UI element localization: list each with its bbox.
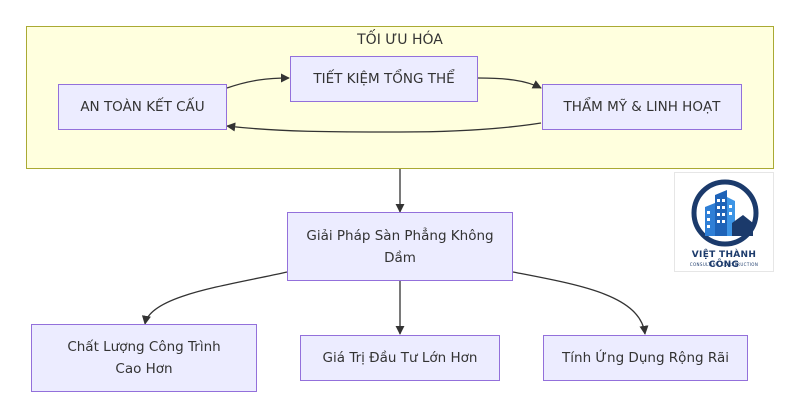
node-gia-tri-dau-tu: Giá Trị Đầu Tư Lớn Hơn (300, 335, 500, 381)
edge-giaiphap-chatluong (141, 271, 288, 325)
node-label: THẨM MỸ & LINH HOẠT (563, 99, 721, 115)
edge-antoan-tietkiem (226, 73, 290, 89)
edge-tietkiem-thammy (477, 77, 542, 89)
edge-giaiphap-tinhungdung (512, 271, 649, 335)
logo-company-name: VIỆT THÀNH CÔNG (691, 250, 757, 270)
cluster-title: TỐI ƯU HÓA (357, 32, 443, 48)
building-logo-icon (691, 179, 759, 247)
node-chat-luong-cong-trinh: Chất Lượng Công Trình Cao Hơn (31, 324, 257, 392)
node-label-line1: Giải Pháp Sàn Phẳng Không (306, 227, 494, 244)
node-label: AN TOÀN KẾT CẤU (80, 99, 205, 115)
node-label: TIẾT KIỆM TỔNG THỂ (313, 71, 455, 87)
node-label-line2: Dầm (384, 249, 416, 266)
logo-subtitle: CONSULTING CONSTRUCTION (689, 262, 759, 267)
node-tham-my-linh-hoat: THẨM MỸ & LINH HOẠT (542, 84, 742, 130)
node-label: Giá Trị Đầu Tư Lớn Hơn (322, 350, 478, 366)
node-label: Tính Ứng Dụng Rộng Rãi (562, 350, 729, 366)
node-tiet-kiem-tong-the: TIẾT KIỆM TỔNG THỂ (290, 56, 478, 102)
company-logo: VIỆT THÀNH CÔNG CONSULTING CONSTRUCTION (674, 172, 774, 272)
node-tinh-ung-dung: Tính Ứng Dụng Rộng Rãi (543, 335, 748, 381)
node-label-line2: Cao Hơn (115, 361, 173, 377)
edge-thammy-antoan (226, 122, 542, 133)
node-an-toan-ket-cau: AN TOÀN KẾT CẤU (58, 84, 227, 130)
node-label-line1: Chất Lượng Công Trình (67, 339, 221, 355)
node-giai-phap-san-phang: Giải Pháp Sàn Phẳng Không Dầm (287, 212, 513, 281)
